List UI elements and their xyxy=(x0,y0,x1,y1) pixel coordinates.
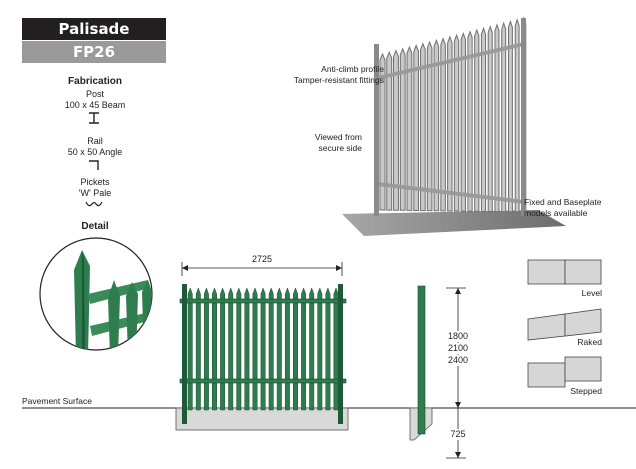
photo-pale xyxy=(487,25,493,213)
elevation-pale xyxy=(301,287,307,411)
top-rail xyxy=(179,298,347,304)
elevation-pale xyxy=(276,287,282,411)
side-view-post xyxy=(417,285,426,435)
elevation-pale xyxy=(195,287,201,411)
photo-note-line: secure side xyxy=(318,143,362,153)
elevation-pale xyxy=(325,287,331,411)
photo-pale xyxy=(447,35,453,212)
detail-heading: Detail xyxy=(81,221,109,232)
pickets-label: Pickets xyxy=(80,177,110,187)
angle-section-icon xyxy=(89,160,99,170)
beam-section-icon xyxy=(89,112,99,124)
photo-note-line: Anti-climb profile xyxy=(321,64,384,74)
rail-label: Rail xyxy=(87,136,103,146)
w-pale-section-icon xyxy=(85,201,103,207)
elevation-pale xyxy=(260,287,266,411)
elevation-pale xyxy=(268,287,274,411)
elevation-pale xyxy=(317,287,323,411)
photo-pale xyxy=(501,21,507,213)
fence-technical-drawing xyxy=(22,262,636,459)
photo-pale xyxy=(406,45,413,211)
photo-note-line: Tamper-resistant fittings xyxy=(293,75,384,85)
photo-pale xyxy=(440,37,446,212)
height-dimension: 2100 xyxy=(440,343,476,354)
fabrication-heading: Fabrication xyxy=(68,76,122,87)
elevation-pale xyxy=(309,287,315,411)
product-code: FP26 xyxy=(22,41,166,63)
photo-pale xyxy=(453,33,460,212)
pavement-surface-label: Pavement Surface xyxy=(22,396,92,406)
left-post xyxy=(182,284,187,424)
height-dimension: 2400 xyxy=(440,355,476,366)
photo-pale xyxy=(426,40,433,212)
photo-pale xyxy=(460,31,466,212)
photo-pale xyxy=(474,28,480,212)
option-raked-label: Raked xyxy=(577,337,602,347)
elevation-pale xyxy=(252,287,258,411)
photo-pale xyxy=(399,47,406,211)
post-spec: 100 x 45 Beam xyxy=(64,100,126,110)
elevation-pale xyxy=(220,287,226,411)
photo-pale xyxy=(433,38,440,212)
option-stepped-label: Stepped xyxy=(570,386,602,396)
concrete-footing xyxy=(175,407,349,431)
post-label: Post xyxy=(85,89,104,99)
elevation-pale xyxy=(203,287,209,411)
elevation-pale xyxy=(212,287,217,411)
right-post xyxy=(338,284,343,424)
photo-pale xyxy=(514,18,520,213)
photo-note-line: Viewed from xyxy=(314,132,362,142)
product-title: Palisade xyxy=(22,18,166,40)
fence-photo xyxy=(342,16,566,236)
height-dimension: 1800 xyxy=(440,331,476,342)
elevation-pale xyxy=(236,287,242,411)
pickets-spec: 'W' Pale xyxy=(78,188,112,198)
elevation-pale xyxy=(187,287,193,411)
elevation-pale xyxy=(293,287,298,411)
detail-circle-illustration xyxy=(39,237,153,351)
elevation-pale xyxy=(333,287,339,411)
photo-note-line: Fixed and Baseplate xyxy=(524,197,602,207)
option-level-label: Level xyxy=(581,288,602,298)
photo-note-line: models available xyxy=(524,208,588,218)
elevation-pale xyxy=(228,287,234,411)
photo-pale xyxy=(467,30,473,212)
photo-pale xyxy=(413,44,420,211)
photo-pale xyxy=(494,23,500,213)
panel-width-dimension: 2725 xyxy=(251,254,273,264)
elevation-pale xyxy=(244,287,250,411)
depth-dimension: 725 xyxy=(440,429,476,440)
bottom-rail xyxy=(179,378,347,384)
photo-pale xyxy=(507,19,513,213)
photo-pale xyxy=(420,42,426,212)
elevation-pale xyxy=(284,287,290,411)
rail-spec: 50 x 50 Angle xyxy=(67,147,123,157)
photo-pale xyxy=(480,26,487,212)
installation-options xyxy=(527,259,602,388)
